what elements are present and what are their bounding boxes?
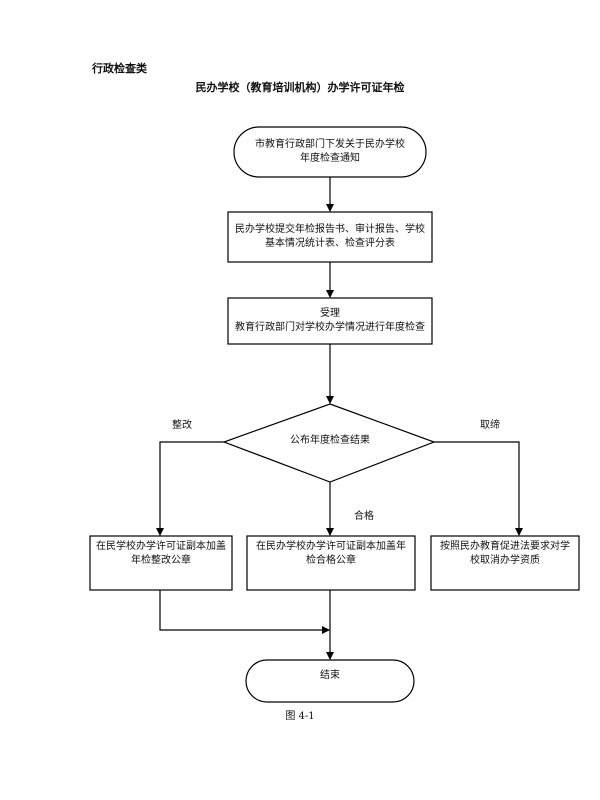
accept-node-title: 受理 [320, 308, 340, 319]
figure-caption: 图 4-1 [285, 711, 315, 722]
rectify-node-text: 在民学校办学许可证副本加盖年检整改公章 [96, 541, 226, 566]
edge-decision-to-rectify [156, 441, 224, 536]
start-node-text: 市教育行政部门下发关于民办学校年度检查通知 [255, 139, 405, 164]
rectify-node-shape [89, 535, 233, 591]
document-category: 行政检查类 [92, 62, 147, 75]
accept-node-text: 受理 教育行政部门对学校办学情况进行年度检查 [232, 300, 428, 342]
accept-node-body: 教育行政部门对学校办学情况进行年度检查 [235, 322, 425, 333]
document-title: 民办学校（教育培训机构）办学许可证年检 [195, 81, 405, 94]
edge-label-revoke: 取缔 [480, 420, 500, 431]
decision-node-text: 公布年度检查结果 [290, 435, 370, 446]
revoke-node-shape [430, 535, 580, 591]
submit-node-shape [227, 211, 433, 263]
edge-rectify-to-merge [159, 590, 330, 634]
submit-node-text: 民办学校提交年检报告书、审计报告、学校基本情况统计表、检查评分表 [235, 224, 425, 249]
end-node-shape [245, 659, 415, 703]
accept-node-shape [227, 297, 433, 345]
edge-label-pass: 合格 [354, 511, 374, 522]
pass-node-shape [246, 535, 416, 591]
pass-node-text: 在民办学校办学许可证副本加盖年检合格公章 [256, 541, 406, 566]
revoke-node-text: 按照民办教育促进法要求对学校取消办学资质 [440, 541, 570, 566]
end-node-text: 结束 [320, 670, 340, 681]
edge-label-rectify: 整改 [172, 420, 192, 431]
edge-decision-to-revoke [434, 441, 523, 536]
